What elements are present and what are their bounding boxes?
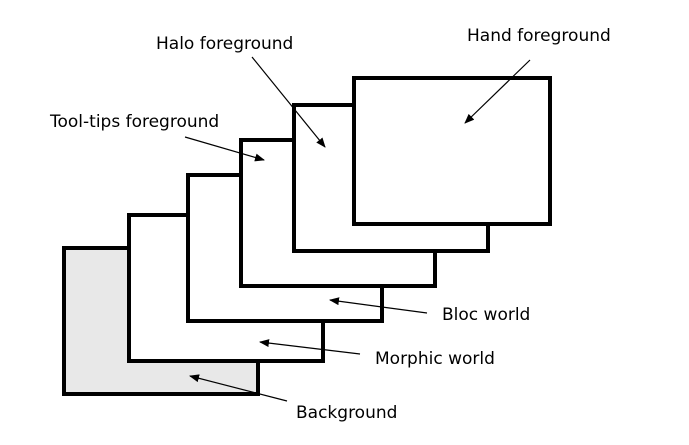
morphic-world-label: Morphic world bbox=[375, 349, 495, 369]
hand-foreground-label: Hand foreground bbox=[467, 26, 611, 46]
tool-tips-foreground-arrow bbox=[184, 136, 265, 162]
hand-foreground-layer bbox=[352, 76, 552, 226]
morphic-world-arrow bbox=[259, 339, 361, 355]
background-arrow bbox=[189, 374, 288, 402]
bloc-world-arrow bbox=[329, 297, 428, 314]
hand-foreground-arrow bbox=[464, 59, 531, 124]
bloc-world-label: Bloc world bbox=[442, 305, 530, 325]
halo-foreground-label: Halo foreground bbox=[156, 34, 293, 54]
background-label: Background bbox=[296, 403, 397, 423]
tool-tips-foreground-label: Tool-tips foreground bbox=[49, 112, 219, 132]
halo-foreground-arrow bbox=[251, 56, 326, 148]
